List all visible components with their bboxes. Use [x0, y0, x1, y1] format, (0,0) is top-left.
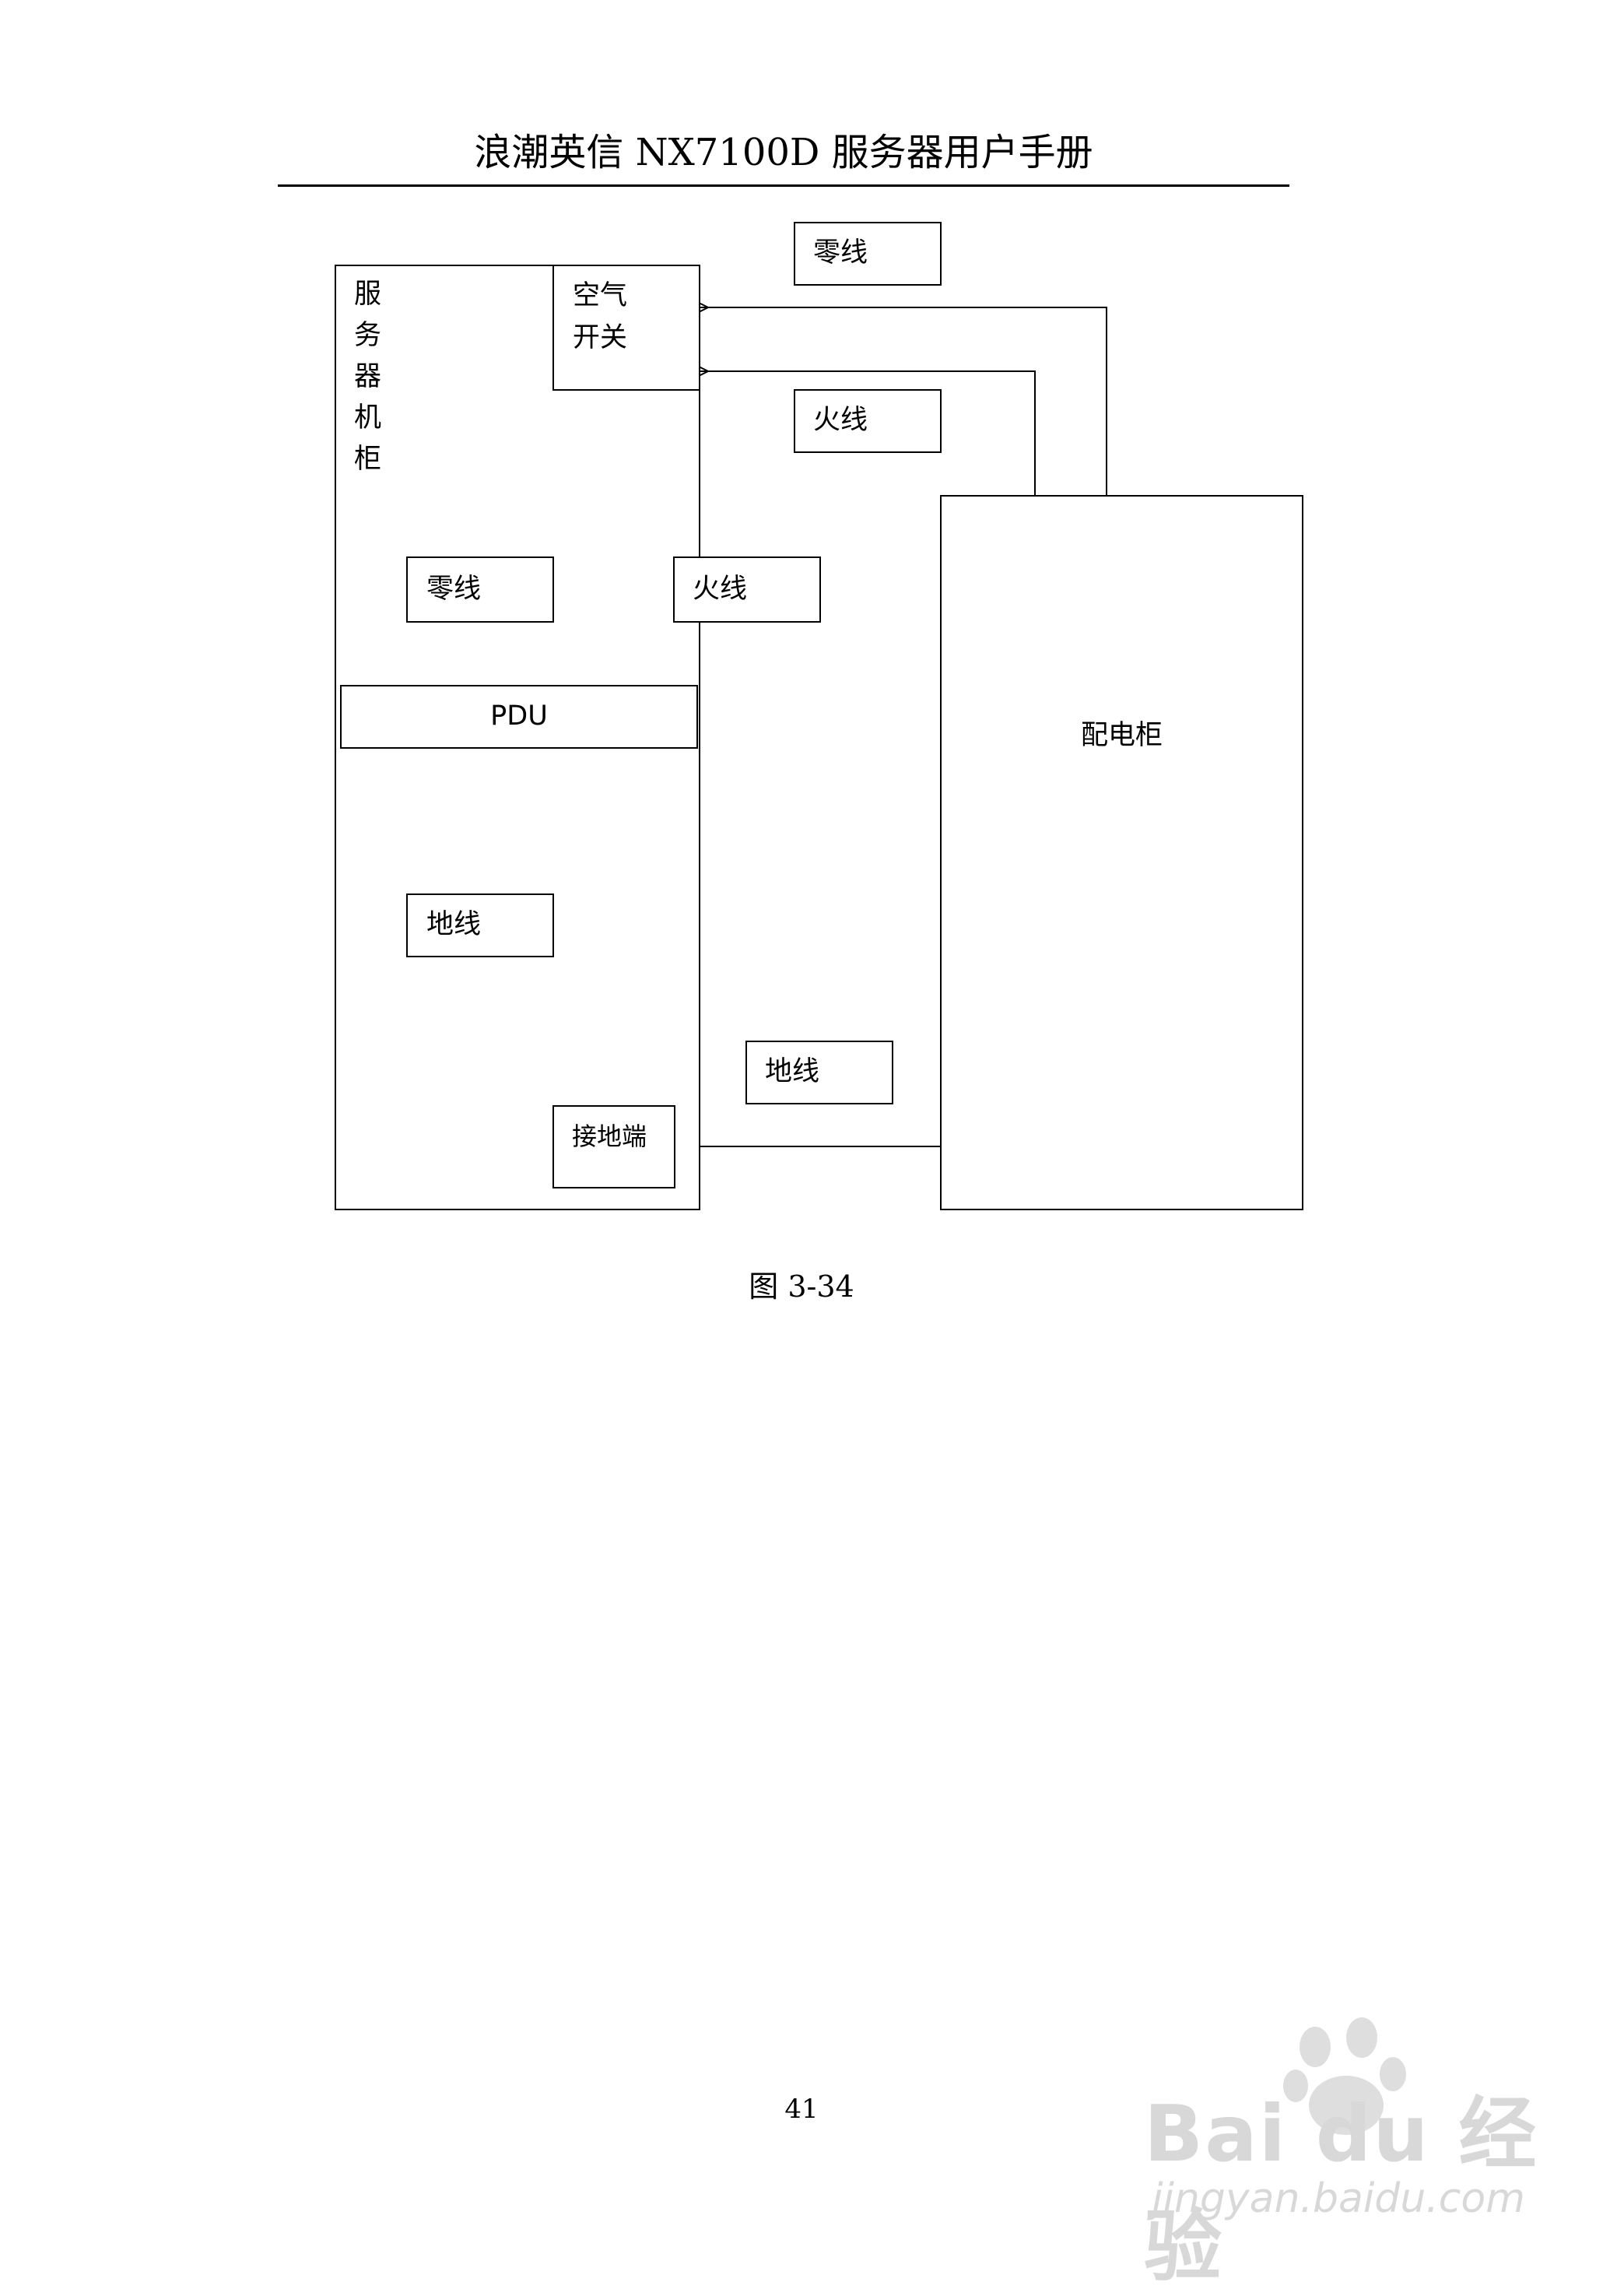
- inner-live-box: [673, 556, 821, 623]
- air-switch-label-line1: 空气: [573, 280, 628, 311]
- inner-live-label: 火线: [693, 574, 748, 605]
- top-live-label: 火线: [813, 405, 868, 436]
- inner-ground-box: [406, 893, 554, 957]
- header-rule: [278, 184, 1289, 187]
- inner-ground-label: 地线: [426, 909, 482, 940]
- pdu-box: [340, 685, 698, 749]
- figure-caption: 图 3-34: [749, 1269, 854, 1304]
- live-wire-feed: [700, 371, 1036, 495]
- air-switch-label-line2: 开关: [573, 322, 628, 353]
- air-switch-box: [552, 265, 700, 391]
- page-number: 41: [784, 2094, 819, 2125]
- ground-terminal-label: 接地端: [572, 1122, 647, 1151]
- inner-neutral-label: 零线: [426, 574, 482, 605]
- top-neutral-label: 零线: [813, 237, 868, 269]
- wiring-diagram: 服 务 器 机 柜 空气 开关 零线 火线 零线 火线 PDU 地线 地线 接地…: [335, 222, 1303, 1210]
- ground-terminal-box: [552, 1105, 675, 1188]
- top-live-box: [794, 389, 942, 453]
- pdu-label: PDU: [490, 700, 548, 732]
- watermark-url: jingyan.baidu.com: [1152, 2175, 1525, 2222]
- top-neutral-box: [794, 222, 942, 286]
- distribution-cabinet-box: [940, 495, 1303, 1210]
- inner-neutral-box: [406, 556, 554, 623]
- server-cabinet-label: 服 务 器 机 柜: [354, 279, 382, 475]
- outer-ground-label: 地线: [765, 1056, 820, 1087]
- distribution-cabinet-label: 配电柜: [1080, 720, 1163, 751]
- paw-logo-icon: [1283, 2017, 1406, 2135]
- neutral-wire-feed: [700, 307, 1107, 495]
- page-header-title: 浪潮英信 NX7100D 服务器用户手册: [474, 131, 1093, 174]
- watermark-brand: Bai du 经验: [1144, 2088, 1538, 2292]
- outer-ground-box: [745, 1041, 893, 1104]
